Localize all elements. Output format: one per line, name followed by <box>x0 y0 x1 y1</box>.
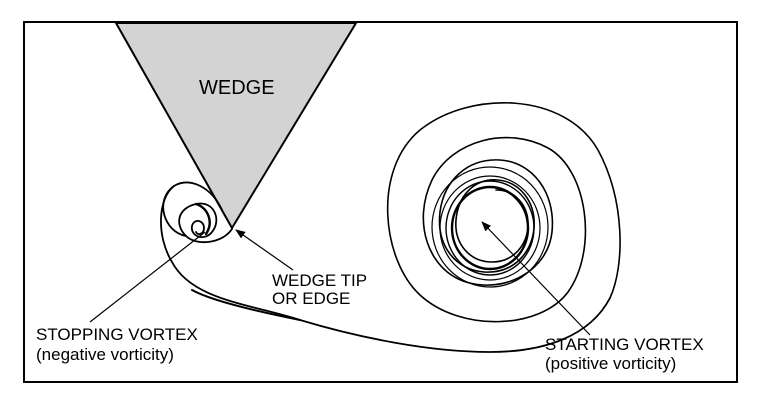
stopping-vortex-label-line2: (negative vorticity) <box>36 345 174 364</box>
stopping-vortex-leader <box>89 231 206 323</box>
starting-vortex-arrow <box>481 221 591 336</box>
starting-vortex-label-line2: (positive vorticity) <box>545 354 676 373</box>
starting-vortex-label-line1: STARTING VORTEX <box>545 335 704 354</box>
stopping-vortex-label-line1: STOPPING VORTEX <box>36 325 198 344</box>
stopping-vortex-spiral <box>160 181 611 353</box>
wedge-tip-label-line2: OR EDGE <box>272 289 350 308</box>
wedge-tip-arrow <box>235 229 294 271</box>
wedge-label: WEDGE <box>199 77 275 99</box>
diagram-frame <box>23 21 738 383</box>
starting-vortex-spiral <box>191 101 621 323</box>
wedge-shape <box>114 22 358 230</box>
wedge-tip-label-line1: WEDGE TIP <box>272 271 367 290</box>
